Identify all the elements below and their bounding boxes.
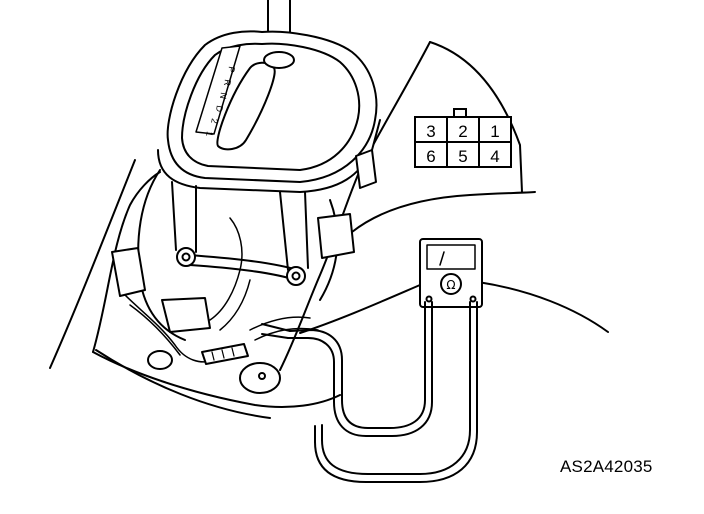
shift-lever-boot [263,51,295,69]
shift-mechanism [111,149,377,394]
mount-bolt-left-inner [181,252,191,262]
ohmmeter [419,238,483,308]
cross-bar [187,254,299,281]
console-top-edge [429,41,523,193]
side-clip [355,149,377,189]
console-opening-left [92,171,161,353]
relay-box [317,213,355,259]
meter-range-dial [440,273,462,295]
meter-probe-jack-right [469,295,477,303]
figure-code: AS2A42035 [560,457,653,476]
gear-letter: 2 [209,118,220,125]
console-outline-right [279,41,431,371]
pin-label: 5 [458,147,467,166]
test-lead-left-outer [289,301,426,429]
support-post-left [171,181,197,253]
meter-probe-jack-left [425,295,433,303]
console-outline-left [49,159,136,369]
mount-bolt-right [286,266,306,286]
console-panel [49,41,609,419]
gear-letter: P [226,66,237,74]
mount-bolt-left [176,247,196,267]
gear-letter: 1 [204,131,215,138]
console-lower-curve [299,284,421,334]
ohm-icon: Ω [446,278,455,292]
inhibitor-switch [161,297,211,333]
pin-label: 4 [490,147,499,166]
harness-connector [201,343,249,365]
left-bracket [111,247,146,297]
test-leads [261,301,478,483]
console-right-panel [351,191,536,233]
gear-letter: D [214,105,225,114]
mount-bolt-right-inner [291,271,301,281]
test-lead-right-inner [314,301,478,483]
gear-position-letters: P R N D 2 1 [204,66,237,138]
wire-harness [124,217,319,363]
gate-indicator-window [195,45,241,135]
probe-tip-left [261,323,291,339]
probe-tip-right [314,424,323,443]
gate-cover-rim [181,42,361,171]
test-lead-right-outer [321,301,471,475]
console-sill [95,349,271,419]
pin-label: 2 [458,122,467,141]
floor-hole-right [239,362,281,394]
support-post-right [279,191,309,271]
connector-face-diagram [414,108,512,168]
pin-label: 3 [426,122,435,141]
pin-label: 1 [490,122,499,141]
gear-letter: R [222,79,233,88]
pin-label: 6 [426,147,435,166]
harness-connector-pins [211,347,235,361]
connector-pin-labels: 3 2 1 6 5 4 [426,122,499,166]
shift-lever-assembly [157,0,381,193]
gear-letter: N [218,92,229,100]
console-right-curve [477,281,609,333]
floor-hole-right-center [258,372,266,380]
test-lead-left-inner [287,301,433,437]
floor-hole-left [147,350,173,370]
meter-display [426,244,476,270]
meter-needle [439,251,445,266]
